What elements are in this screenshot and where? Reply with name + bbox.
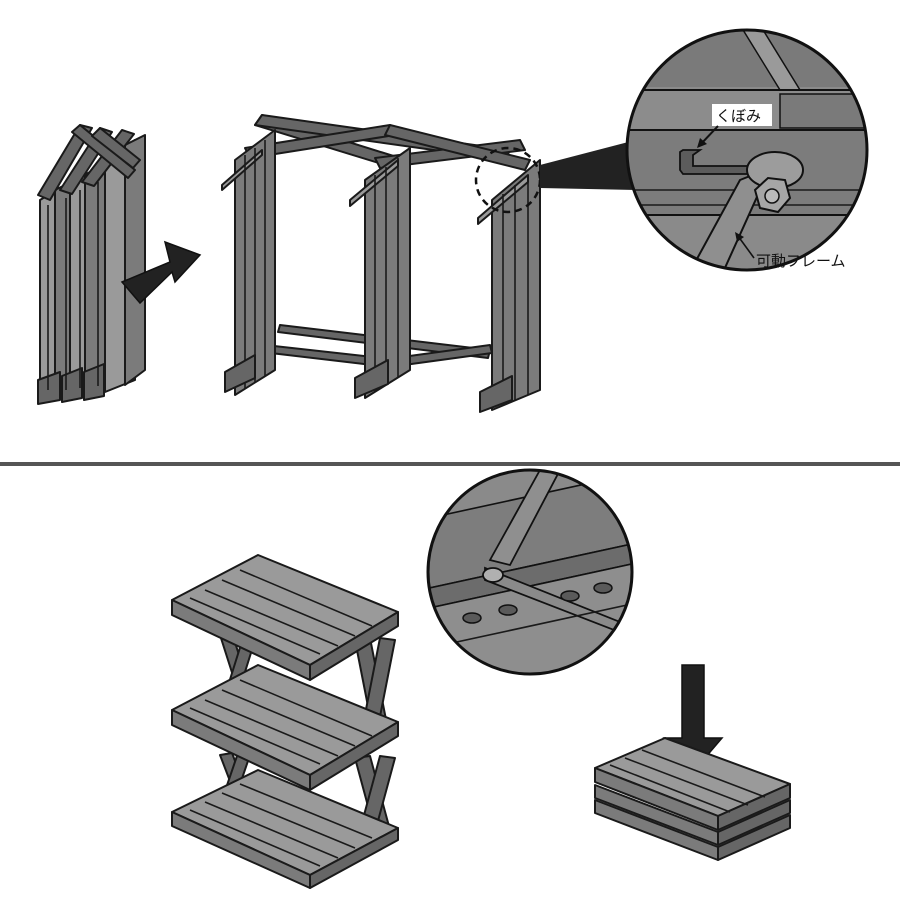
folded-shelf-stack: [594, 737, 791, 861]
three-tier-shelf: [171, 554, 399, 889]
expanded-frame: [221, 114, 636, 413]
zoom-detail-pin: [426, 468, 634, 676]
zoom-detail-recess: くぼみ 可動フレーム: [625, 28, 869, 272]
unfold-arrow-icon: [120, 240, 202, 305]
movable-frame-label: 可動フレーム: [756, 252, 846, 270]
folded-rack: [37, 124, 146, 405]
recess-label: くぼみ: [716, 107, 761, 125]
